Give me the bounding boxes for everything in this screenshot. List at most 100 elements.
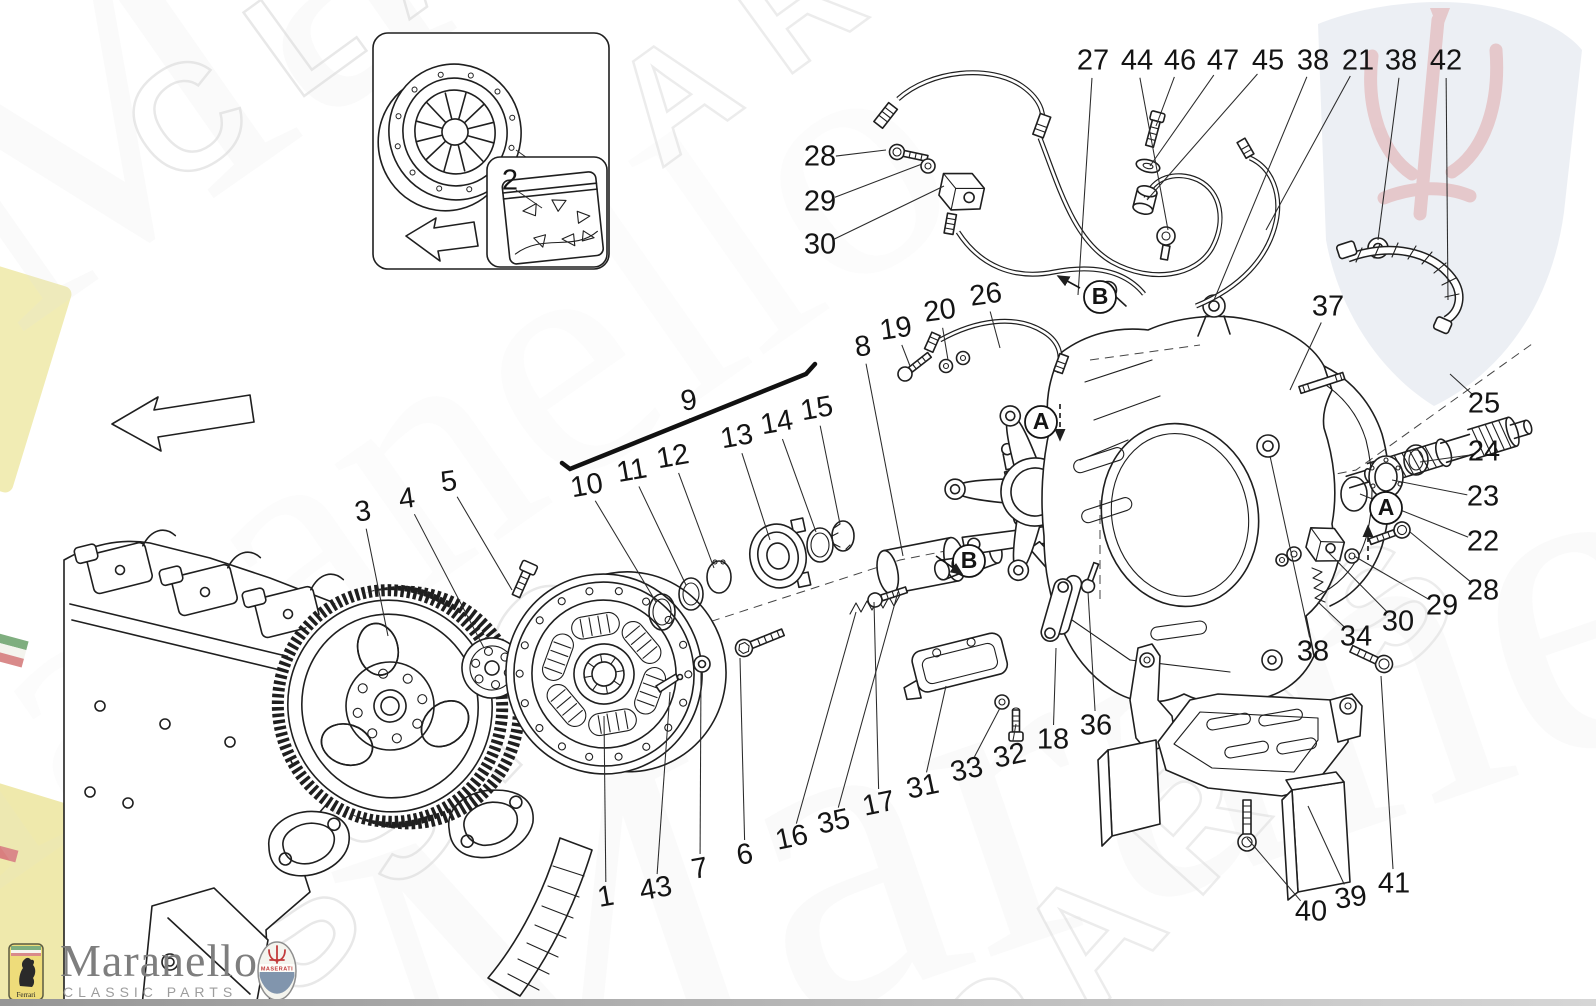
bolt-drawing	[734, 628, 786, 658]
callout-leader-line	[1325, 549, 1388, 612]
clutch-pipes-drawing	[873, 70, 1464, 375]
callout-label: 20	[922, 293, 958, 329]
callout-label: 27	[1077, 45, 1109, 77]
inset-detail-box	[372, 32, 610, 270]
callout-label: 8	[853, 330, 873, 364]
callout-leader-line	[1449, 373, 1473, 395]
callout-label: 26	[968, 277, 1004, 313]
wave-spring-drawing	[831, 520, 855, 552]
callout-label: 2	[502, 165, 518, 197]
callout-leader-line	[515, 189, 543, 209]
washer-drawing	[938, 358, 954, 374]
callout-leader-line	[1317, 601, 1345, 628]
callout-leader-line	[834, 185, 945, 240]
bolt-drawing	[1080, 561, 1100, 594]
ferrari-shield-icon: Ferrari	[8, 943, 44, 1001]
callout-leader-line	[656, 691, 671, 875]
link-drawing	[1040, 574, 1083, 642]
callout-leader-line	[638, 486, 687, 586]
callout-label: 38	[1385, 45, 1417, 77]
callout-leader-line	[603, 715, 607, 883]
ignition-coil	[241, 573, 345, 639]
maranello-logo[interactable]: Ferrari MASERATI Maranello CLASSIC PARTS	[8, 902, 328, 1002]
callout-leader-line	[926, 685, 947, 773]
callout-leader-line	[741, 453, 771, 541]
bottom-edge-bar	[0, 999, 1596, 1006]
callout-label: 29	[1426, 590, 1458, 622]
callout-label: 37	[1312, 291, 1344, 323]
callout-leader-line	[901, 344, 911, 367]
callout-label: 36	[1080, 710, 1112, 742]
union-fitting-drawing	[888, 143, 986, 211]
callout-leader-line	[1409, 531, 1471, 583]
callout-leader-line	[865, 363, 904, 557]
callout-label: 35	[815, 803, 853, 841]
maserati-badge-icon: MASERATI	[257, 941, 297, 1001]
callout-leader-line	[699, 671, 702, 855]
callout-label: 46	[1164, 45, 1196, 77]
washer-drawing	[1403, 444, 1429, 476]
callout-label: 22	[1467, 526, 1499, 558]
ignition-coil	[158, 551, 262, 617]
callout-leader-line	[1155, 76, 1175, 127]
gearbox-housing-drawing	[1041, 237, 1391, 705]
callout-label: 44	[1121, 45, 1153, 77]
callout-label: 9	[679, 384, 699, 418]
inset-direction-arrow-icon	[405, 217, 479, 262]
maserati-shield-watermark	[1318, 2, 1582, 406]
letter-label: B	[961, 547, 978, 573]
callout-label: 21	[1342, 45, 1374, 77]
ring-drawing	[678, 577, 704, 611]
callout-leader-line	[413, 513, 485, 649]
callout-label: 4	[397, 482, 417, 516]
callout-leader-line	[739, 657, 746, 841]
callout-label: 42	[1430, 45, 1462, 77]
letter-label: A	[1033, 408, 1050, 434]
callout-leader-line	[834, 163, 923, 198]
bolt-drawing	[1237, 799, 1257, 852]
callout-leader-line	[1265, 75, 1351, 231]
callout-label: 38	[1297, 636, 1329, 668]
release-bearing-drawing	[749, 517, 812, 589]
callout-label: 17	[860, 785, 898, 823]
stud-drawing	[1298, 371, 1346, 395]
callout-label: 24	[1468, 436, 1500, 468]
callout-label: 34	[1340, 621, 1372, 653]
washer-drawing	[955, 350, 971, 366]
letter-circle	[1083, 280, 1117, 314]
callout-label: 14	[758, 404, 795, 441]
assembly-axis-line	[339, 343, 1533, 743]
flywheel-drawing	[271, 584, 525, 830]
maserati-label: MASERATI	[261, 967, 293, 973]
banjo-bolt-drawing	[888, 143, 929, 163]
callout-label: 25	[1468, 388, 1500, 420]
sensor-drawing	[903, 632, 1009, 701]
callout-leader-line	[835, 149, 887, 157]
callout-leader-line	[1380, 675, 1394, 870]
letter-arrow-icon	[1056, 275, 1081, 289]
callout-label: 28	[1467, 575, 1499, 607]
callout-leader-line	[1391, 479, 1468, 496]
callout-leader-line	[1289, 322, 1322, 391]
callout-label: 33	[948, 751, 986, 789]
callout-label: 16	[773, 819, 811, 857]
ring-drawing	[806, 527, 834, 563]
callout-label: 47	[1207, 45, 1239, 77]
callout-leader-line	[973, 707, 1001, 758]
trident-watermark	[1364, 8, 1504, 221]
callout-leader-line	[456, 496, 513, 591]
callout-label: 29	[804, 186, 836, 218]
callout-label: 39	[1333, 880, 1369, 916]
callout-label: 12	[654, 438, 691, 475]
callout-label: 3	[353, 495, 373, 529]
callout-leader-line	[1087, 591, 1096, 712]
callout-label: 30	[1382, 606, 1414, 638]
ignition-coil	[73, 529, 177, 595]
callout-leader-line	[1307, 805, 1345, 885]
callout-leader-line	[873, 601, 880, 790]
callout-label: 38	[1297, 45, 1329, 77]
bolt-drawing	[1349, 644, 1394, 674]
